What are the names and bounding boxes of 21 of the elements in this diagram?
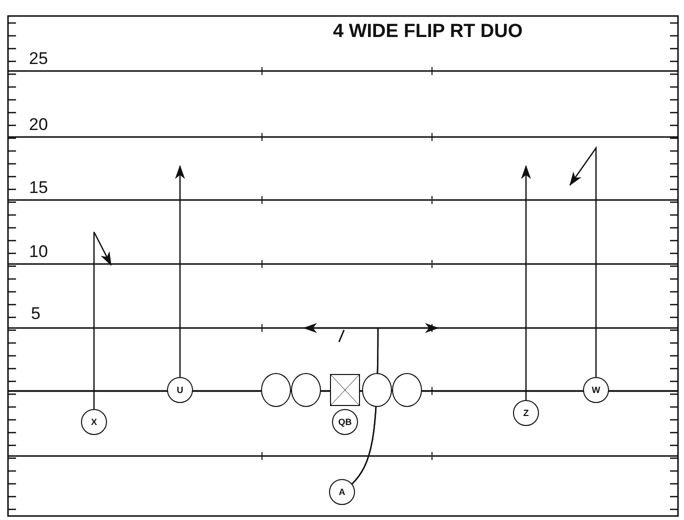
route-arrow xyxy=(93,231,112,409)
play-title: 4 WIDE FLIP RT DUO xyxy=(333,22,523,41)
lineman-circle xyxy=(261,373,291,407)
route-arrow xyxy=(175,165,185,377)
player-circle: A xyxy=(329,479,355,505)
yard-number: 25 xyxy=(29,50,48,67)
yard-number: 15 xyxy=(29,179,48,196)
route-arrow xyxy=(569,146,597,377)
yard-number: 10 xyxy=(29,243,48,260)
yard-number: 20 xyxy=(29,116,48,133)
player-circle: W xyxy=(583,377,609,403)
lineman-circle xyxy=(291,373,321,407)
center-square xyxy=(330,374,360,406)
lineman-circle xyxy=(362,373,392,407)
player-circle: Z xyxy=(513,400,539,426)
player-circle: U xyxy=(167,377,193,403)
yard-number: 5 xyxy=(31,305,40,322)
player-circle: QB xyxy=(332,409,358,435)
lineman-circle xyxy=(392,373,422,407)
player-circle: X xyxy=(81,409,107,435)
route-arrow xyxy=(521,165,531,400)
